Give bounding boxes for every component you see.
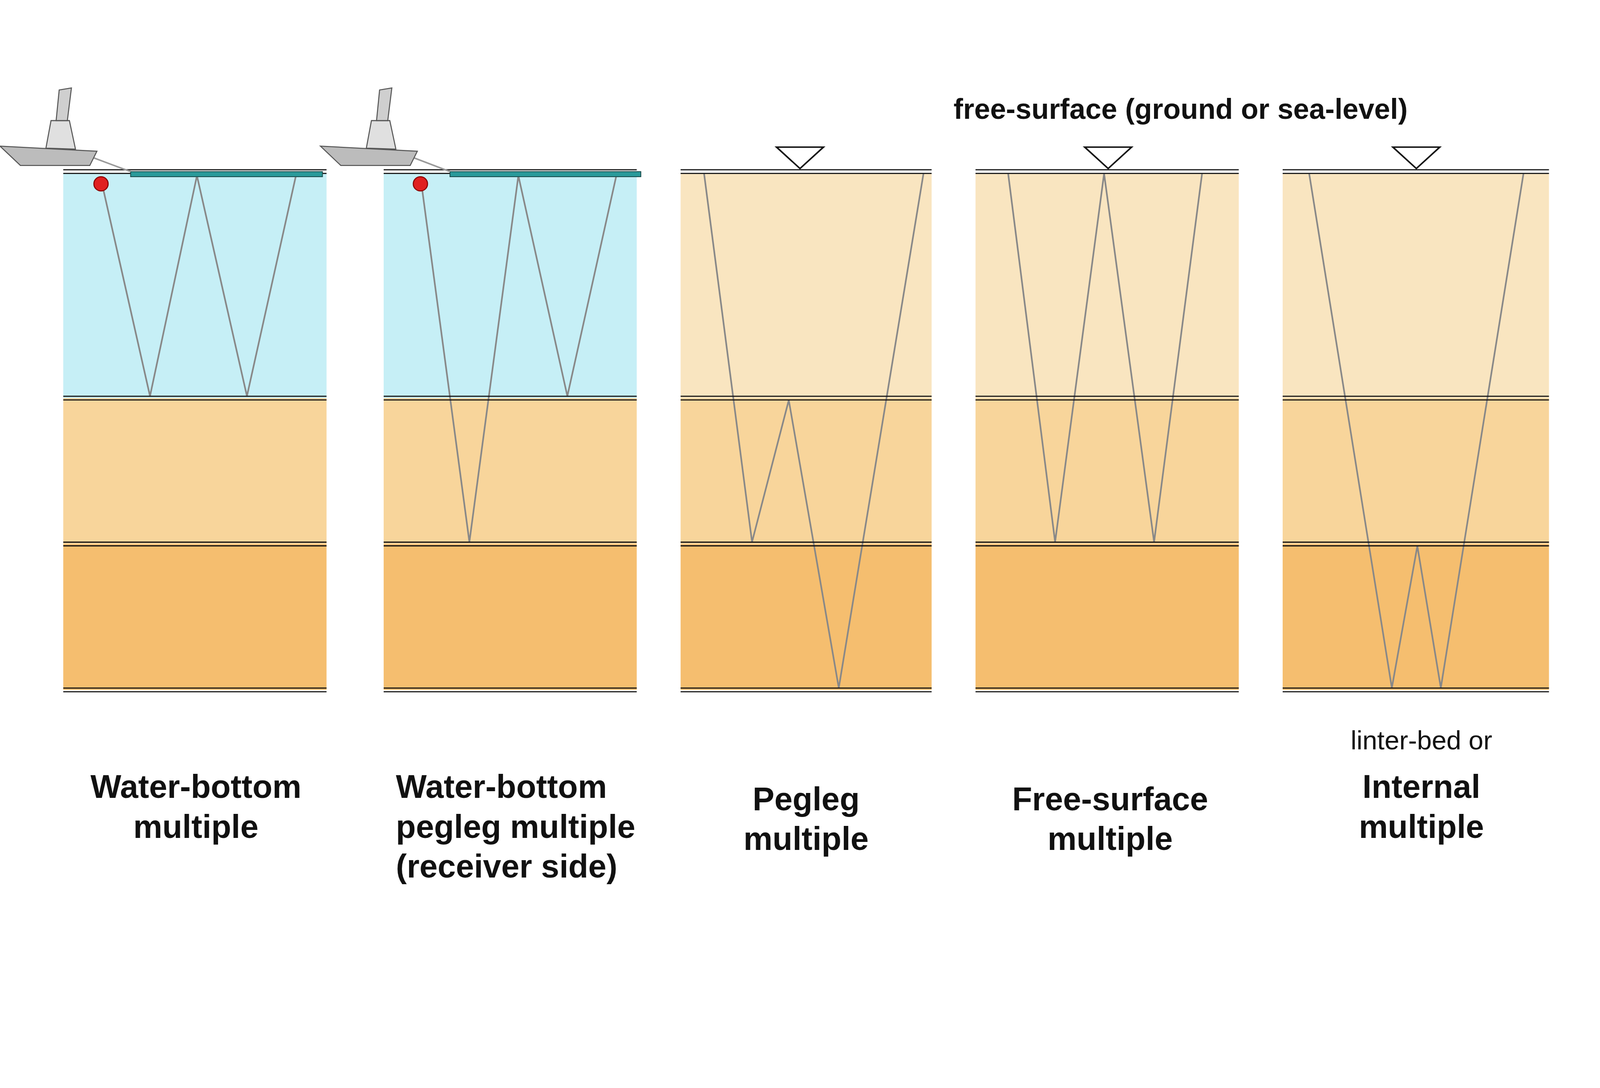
boundary-line [975,687,1240,689]
boundary-line [383,541,637,543]
boundary-line [975,541,1240,543]
rock-layer [975,544,1240,691]
boundary-line [63,169,327,171]
boundary-line [680,541,932,543]
ray-path [1008,173,1203,543]
boundary-line [1282,687,1549,689]
rock-layer [975,398,1240,545]
free-surface-symbol [1084,147,1132,169]
rock-layer [63,398,327,545]
panel-free-surface [975,173,1240,690]
panel-caption: Internal multiple [1319,767,1524,847]
boundary-line [975,395,1240,397]
free-surface-symbol [776,147,824,169]
rock-layer [1282,398,1549,545]
survey-boat [320,88,450,192]
panel-caption: Water-bottom pegleg multiple (receiver s… [396,767,693,888]
boundary-line [383,687,637,689]
boundary-line [975,691,1240,693]
boundary-line [680,395,932,397]
boundary-line [680,687,932,689]
boundary-line [63,399,327,402]
boundary-line [1282,173,1549,175]
boundary-line [1282,169,1549,171]
boundary-line [975,169,1240,171]
water-layer [383,173,637,398]
ray-path [704,173,924,689]
ray-path [1309,173,1524,689]
rock-layer [383,398,637,545]
boundary-line [975,399,1240,402]
panel-water-bottom-pegleg [383,173,637,690]
water-layer [63,173,327,398]
boundary-line [1282,691,1549,693]
boundary-line [1282,395,1549,397]
boundary-line [63,545,327,547]
boundary-line [63,691,327,693]
panel-caption: Free-surface multiple [972,779,1248,860]
boundary-line [1282,399,1549,402]
layer-boundaries [63,170,1549,693]
panel-caption: Water-bottom multiple [42,767,349,847]
panel-pegleg [680,173,932,690]
panel-internal [1282,173,1549,690]
streamer [130,171,323,177]
ray-path [421,175,617,543]
rock-layer [680,544,932,691]
boundary-line [383,399,637,402]
rock-layer [383,544,637,691]
survey-boat [0,88,131,192]
boundary-line [383,691,637,693]
boundary-line [383,545,637,547]
boundary-line [975,545,1240,547]
boundary-line [680,173,932,175]
boundary-line [383,169,637,171]
panel-note: linter-bed or [1268,724,1575,758]
rock-layer [1282,173,1549,398]
boundary-line [680,545,932,547]
boundary-line [680,169,932,171]
rock-layer [680,398,932,545]
panel-caption: Pegleg multiple [704,779,909,860]
panel-water-bottom [63,173,327,690]
boundary-line [63,541,327,543]
rock-layer [1282,544,1549,691]
boundary-line [383,395,637,397]
free-surface-symbol [1393,147,1440,169]
boundary-line [1282,545,1549,547]
rock-layer [975,173,1240,398]
boundary-line [1282,541,1549,543]
boundary-line [680,691,932,693]
ray-path [101,175,296,397]
boundary-line [680,399,932,402]
streamer [449,171,641,177]
boundary-line [975,173,1240,175]
boundary-line [63,395,327,397]
surface-title: free-surface (ground or sea-level) [864,91,1497,127]
rock-layer [63,544,327,691]
boundary-line [63,687,327,689]
